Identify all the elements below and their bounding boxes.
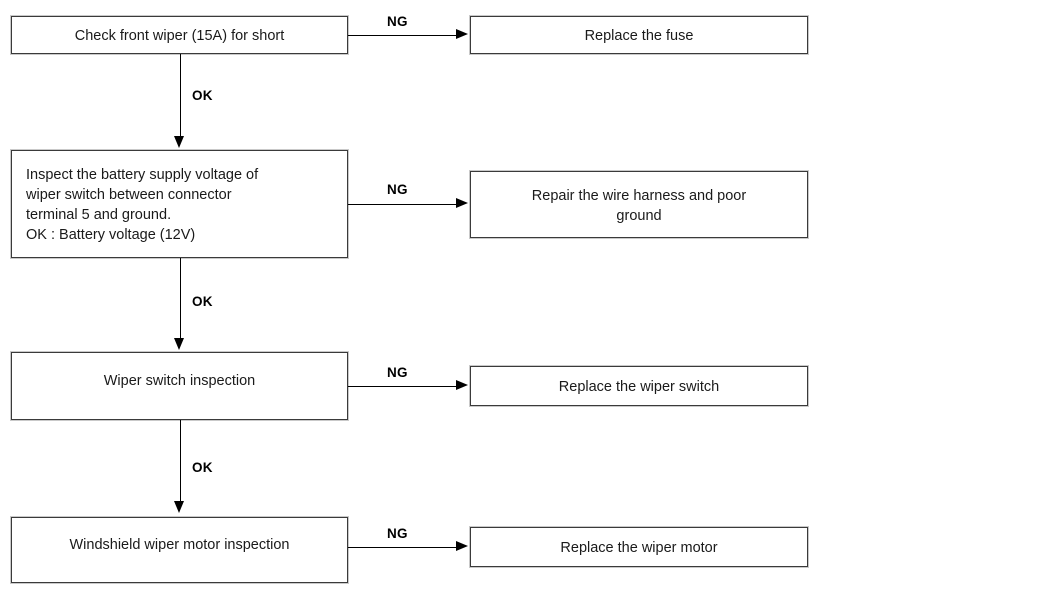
edge-label-ok-2: OK	[192, 294, 213, 309]
connector-ng-1-line	[348, 35, 458, 36]
result-node-2[interactable]: Repair the wire harness and poor ground	[469, 170, 809, 239]
step-node-3-label: Wiper switch inspection	[103, 373, 256, 389]
step-node-2[interactable]: Inspect the battery supply voltage of wi…	[10, 149, 349, 259]
step-node-2-line-3: terminal 5 and ground.	[26, 207, 172, 223]
result-node-2-line-1: Repair the wire harness and poor	[531, 188, 747, 204]
connector-ng-2-line	[348, 204, 458, 205]
connector-ng-1-arrowhead	[456, 29, 468, 39]
edge-label-ng-1: NG	[387, 14, 408, 29]
step-node-4-label: Windshield wiper motor inspection	[69, 537, 290, 553]
edge-label-ng-4: NG	[387, 526, 408, 541]
step-node-2-label: Inspect the battery supply voltage of wi…	[26, 165, 337, 245]
connector-ng-3-arrowhead	[456, 380, 468, 390]
step-node-2-line-1: Inspect the battery supply voltage of	[26, 167, 259, 183]
result-node-3[interactable]: Replace the wiper switch	[469, 365, 809, 407]
result-node-4[interactable]: Replace the wiper motor	[469, 526, 809, 568]
edge-label-ok-1: OK	[192, 88, 213, 103]
connector-ok-1-line	[180, 54, 181, 138]
result-node-4-label: Replace the wiper motor	[560, 540, 718, 556]
connector-ng-3-line	[348, 386, 458, 387]
connector-ok-1-arrowhead	[174, 136, 184, 148]
connector-ng-2-arrowhead	[456, 198, 468, 208]
step-node-4[interactable]: Windshield wiper motor inspection	[10, 516, 349, 584]
edge-label-ng-2: NG	[387, 182, 408, 197]
step-node-2-line-4: OK : Battery voltage (12V)	[26, 227, 196, 243]
connector-ok-2-arrowhead	[174, 338, 184, 350]
result-node-1-label: Replace the fuse	[584, 28, 694, 44]
connector-ok-3-line	[180, 420, 181, 503]
connector-ng-4-line	[348, 547, 458, 548]
connector-ng-4-arrowhead	[456, 541, 468, 551]
step-node-2-line-2: wiper switch between connector	[26, 187, 232, 203]
step-node-1-label: Check front wiper (15A) for short	[74, 28, 285, 44]
connector-ok-3-arrowhead	[174, 501, 184, 513]
connector-ok-2-line	[180, 258, 181, 340]
edge-label-ng-3: NG	[387, 365, 408, 380]
edge-label-ok-3: OK	[192, 460, 213, 475]
result-node-1[interactable]: Replace the fuse	[469, 15, 809, 55]
result-node-2-line-2: ground	[616, 208, 662, 224]
step-node-3[interactable]: Wiper switch inspection	[10, 351, 349, 421]
result-node-3-label: Replace the wiper switch	[558, 379, 720, 395]
step-node-1[interactable]: Check front wiper (15A) for short	[10, 15, 349, 55]
result-node-2-label: Repair the wire harness and poor ground	[471, 186, 807, 226]
